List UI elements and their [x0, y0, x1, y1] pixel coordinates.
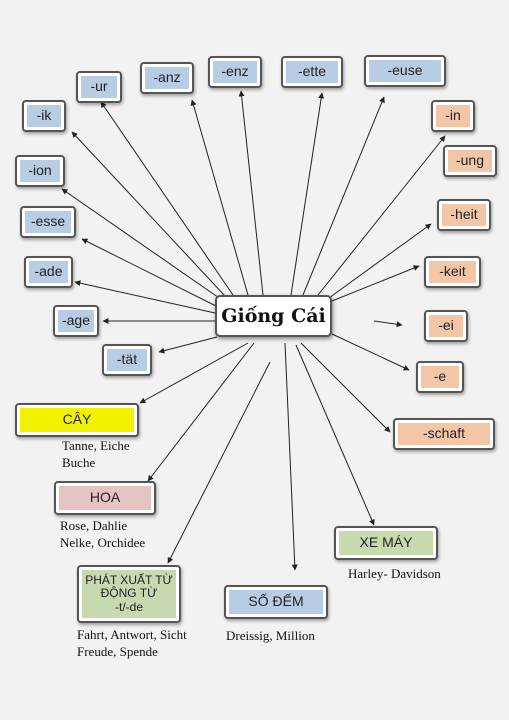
- suffix-in-label: -in: [436, 105, 470, 127]
- arrow-euse: [302, 96, 385, 296]
- arrow-ur: [100, 101, 234, 296]
- arrow-ette: [290, 92, 325, 296]
- arrow-ik: [71, 131, 226, 297]
- suffix-anz-label: -anz: [145, 67, 189, 89]
- example-line: Fahrt, Antwort, Sicht: [77, 627, 187, 642]
- category-hoa-examples: Rose, Dahlie Nelke, Orchidee: [60, 517, 145, 551]
- example-line: Rose, Dahlie: [60, 518, 128, 533]
- suffix-ik: -ik: [22, 100, 66, 132]
- suffix-anz: -anz: [140, 62, 194, 94]
- suffix-ette: -ette: [281, 56, 343, 88]
- example-line: Dreissig, Million: [226, 628, 315, 643]
- category-cay-label: CÂY: [20, 408, 134, 432]
- arrow-in: [317, 135, 446, 296]
- example-line: Nelke, Orchidee: [60, 535, 146, 550]
- category-phat-xuat-line: ĐỘNG TỪ: [100, 586, 158, 601]
- suffix-ung: -ung: [443, 145, 497, 177]
- arrow-ion: [61, 188, 223, 301]
- arrow-keit: [331, 265, 420, 302]
- suffix-ette-label: -ette: [286, 61, 338, 83]
- suffix-heit: -heit: [437, 199, 491, 231]
- suffix-ik-label: -ik: [27, 105, 61, 127]
- suffix-ion-label: -ion: [20, 160, 60, 182]
- suffix-e: -e: [416, 361, 464, 393]
- suffix-ade: -ade: [24, 256, 73, 288]
- suffix-ade-label: -ade: [29, 261, 68, 283]
- suffix-enz: -enz: [208, 56, 262, 88]
- category-hoa-label: HOA: [59, 486, 151, 510]
- category-hoa: HOA: [54, 481, 156, 515]
- category-so-dem: SỐ ĐẾM: [224, 585, 328, 619]
- center-title: Giống Cái: [215, 295, 332, 337]
- suffix-ei-label: -ei: [429, 315, 463, 337]
- category-xe-may-label: XE MÁY: [339, 531, 433, 555]
- suffix-schaft-label: -schaft: [398, 423, 490, 445]
- suffix-ur: -ur: [76, 71, 122, 103]
- suffix-ur-label: -ur: [81, 76, 117, 98]
- suffix-euse-label: -euse: [369, 60, 441, 82]
- arrow-ei: [373, 320, 403, 328]
- suffix-schaft: -schaft: [393, 418, 495, 450]
- suffix-in: -in: [431, 100, 475, 132]
- suffix-euse: -euse: [364, 55, 446, 87]
- arrow-ade: [74, 280, 216, 314]
- arrow-heit: [328, 223, 432, 299]
- suffix-esse: -esse: [20, 206, 76, 238]
- category-phat-xuat-line: -t/-de: [114, 599, 143, 614]
- suffix-keit: -keit: [424, 256, 481, 288]
- suffix-tat: -tät: [102, 344, 152, 376]
- suffix-enz-label: -enz: [213, 61, 257, 83]
- category-cay: CÂY: [15, 403, 139, 437]
- category-so-dem-label: SỐ ĐẾM: [229, 590, 323, 614]
- suffix-heit-label: -heit: [442, 204, 486, 226]
- arrow-so-dem: [284, 342, 298, 571]
- arrow-anz: [190, 99, 249, 296]
- suffix-ion: -ion: [15, 155, 65, 187]
- arrow-tat: [158, 336, 218, 354]
- category-phat-xuat: PHÁT XUẤT TỪ ĐỘNG TỪ -t/-de: [77, 565, 181, 623]
- suffix-tat-label: -tät: [107, 349, 147, 371]
- suffix-ung-label: -ung: [448, 150, 492, 172]
- example-line: Tanne, Eiche: [62, 438, 130, 453]
- category-xe-may: XE MÁY: [334, 526, 438, 560]
- suffix-age-label: -age: [58, 310, 94, 332]
- arrow-xe-may: [295, 344, 375, 526]
- category-xe-may-examples: Harley- Davidson: [348, 565, 441, 582]
- suffix-ei: -ei: [424, 310, 468, 342]
- arrow-hoa: [147, 342, 255, 482]
- suffix-esse-label: -esse: [25, 211, 71, 233]
- arrow-esse: [81, 238, 219, 308]
- example-line: Buche: [62, 455, 96, 470]
- arrow-enz: [238, 90, 264, 296]
- category-so-dem-examples: Dreissig, Million: [226, 627, 315, 644]
- example-line: Harley- Davidson: [348, 566, 441, 581]
- arrow-schaft: [300, 342, 391, 433]
- example-line: Freude, Spende: [77, 644, 158, 659]
- arrow-e: [331, 333, 410, 371]
- category-phat-xuat-line: PHÁT XUẤT TỪ: [85, 573, 173, 588]
- arrow-phat-xuat: [167, 361, 271, 564]
- category-cay-examples: Tanne, Eiche Buche: [62, 437, 130, 471]
- suffix-age: -age: [53, 305, 99, 337]
- category-phat-xuat-examples: Fahrt, Antwort, Sicht Freude, Spende: [77, 626, 187, 660]
- suffix-keit-label: -keit: [429, 261, 476, 283]
- suffix-e-label: -e: [421, 366, 459, 388]
- arrow-cay: [139, 342, 249, 404]
